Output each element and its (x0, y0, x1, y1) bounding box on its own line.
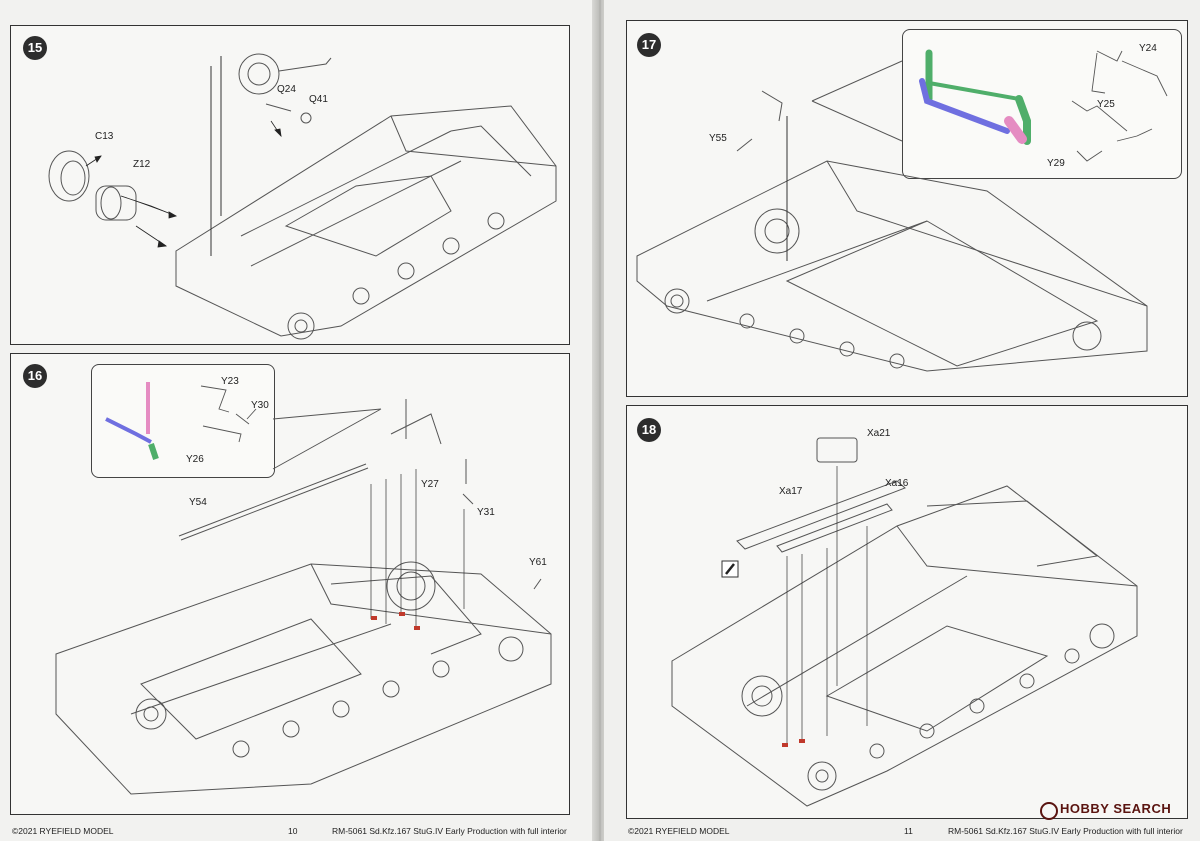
right-footer-title: RM-5061 Sd.Kfz.167 StuG.IV Early Product… (948, 826, 1183, 836)
step-17-hull-drawing (636, 49, 1168, 372)
left-footer-title: RM-5061 Sd.Kfz.167 StuG.IV Early Product… (332, 826, 567, 836)
part-label-y30: Y30 (251, 400, 269, 411)
part-label-y27: Y27 (421, 479, 439, 490)
part-label-y26: Y26 (186, 454, 204, 465)
left-page-number: 10 (288, 826, 298, 836)
part-label-c13: C13 (95, 131, 114, 142)
part-label-xa16: Xa16 (885, 478, 909, 489)
part-label-q24: Q24 (277, 84, 296, 95)
part-label-q41: Q41 (309, 94, 328, 105)
right-footer-copyright: ©2021 RYEFIELD MODEL (628, 826, 730, 836)
step-17-panel: 17 (626, 20, 1188, 397)
step-15-badge: 15 (23, 36, 47, 60)
part-label-y61: Y61 (529, 557, 547, 568)
step-16-badge: 16 (23, 364, 47, 388)
part-label-y25: Y25 (1097, 99, 1115, 110)
left-footer-copyright: ©2021 RYEFIELD MODEL (12, 826, 114, 836)
part-label-z12: Z12 (133, 159, 151, 170)
part-label-y29: Y29 (1047, 158, 1065, 169)
step-18-badge: 18 (637, 418, 661, 442)
step-16-hull-drawing (55, 382, 552, 795)
hobby-search-logo-icon (1040, 802, 1058, 820)
part-label-y55: Y55 (709, 133, 727, 144)
step-18-hull-drawing (671, 437, 1138, 807)
right-page: 17 (604, 0, 1200, 841)
step-17-badge: 17 (637, 33, 661, 57)
left-page: 15 (0, 0, 596, 841)
part-label-y23: Y23 (221, 376, 239, 387)
part-label-y54: Y54 (189, 497, 207, 508)
part-label-xa17: Xa17 (779, 486, 803, 497)
hobby-search-watermark: HOBBY SEARCH (1060, 801, 1172, 816)
part-label-y24: Y24 (1139, 43, 1157, 54)
step-16-panel: 16 (10, 353, 570, 815)
right-page-number: 11 (904, 826, 913, 836)
part-label-xa21: Xa21 (867, 428, 891, 439)
glue-brush-icon (721, 560, 739, 578)
part-label-y31: Y31 (477, 507, 495, 518)
step-15-panel: 15 (10, 25, 570, 345)
step-15-hull-drawing (48, 53, 557, 340)
step-16-detail-inset (91, 364, 275, 478)
step-18-panel: 18 (626, 405, 1188, 819)
step-17-detail-inset (902, 29, 1182, 179)
